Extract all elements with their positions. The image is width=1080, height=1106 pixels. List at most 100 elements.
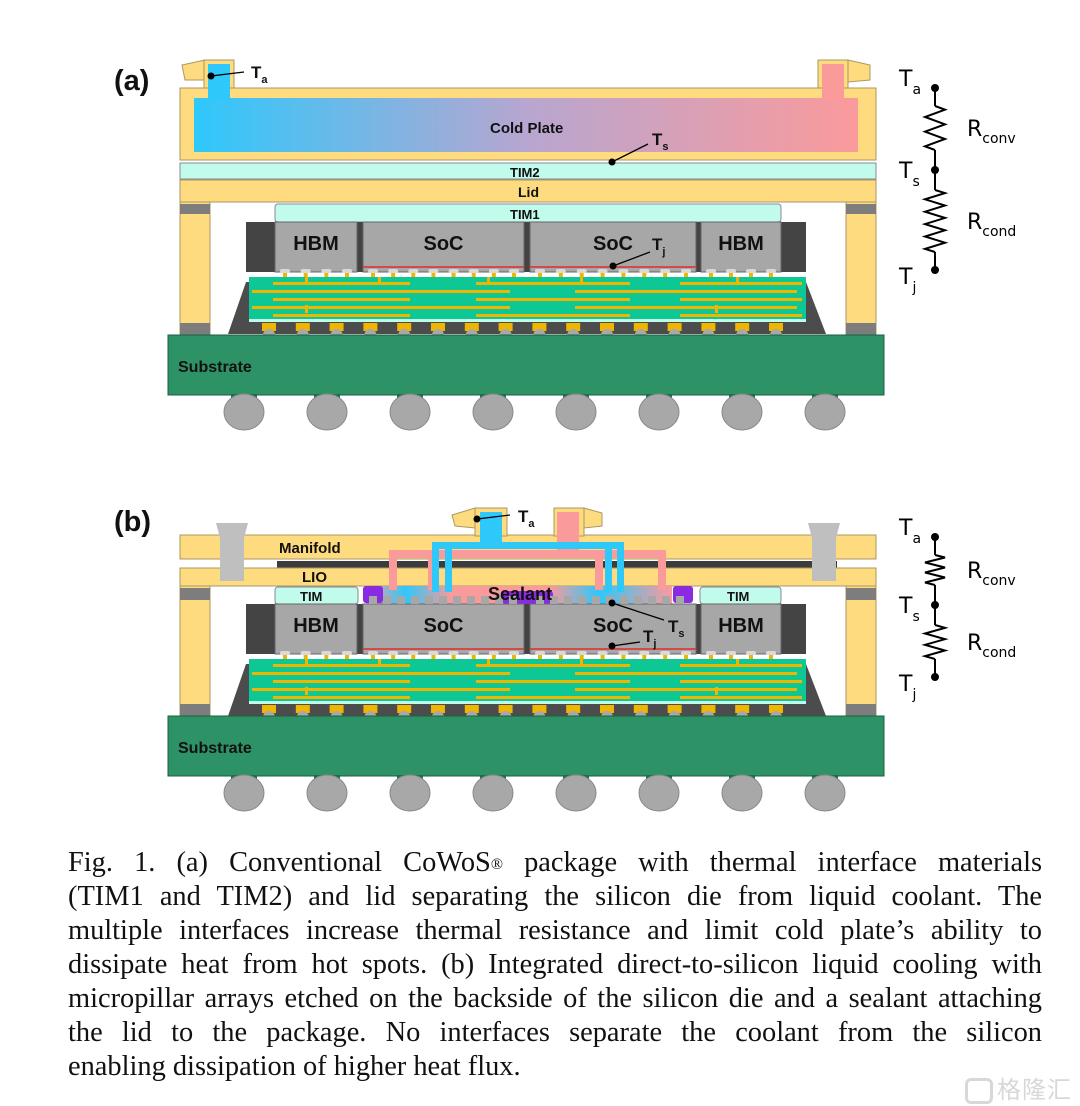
c4-bump-pad: [735, 705, 750, 713]
via: [715, 305, 718, 313]
micro-bump: [488, 651, 499, 655]
probe-ts-a: Ts: [608, 130, 669, 166]
die-soc: [362, 221, 525, 273]
micropillar: [564, 596, 572, 604]
cold-plate-label: Cold Plate: [490, 120, 563, 137]
via: [736, 277, 739, 285]
micro-bump: [448, 269, 459, 273]
c4-bump-pad: [769, 705, 783, 713]
interposer-trace: [476, 680, 630, 683]
c4-bump-pad: [431, 323, 445, 331]
interposer-trace: [680, 282, 802, 285]
die-label: HBM: [293, 615, 339, 637]
c4-bump-pad: [498, 705, 513, 713]
interposer-trace: [273, 680, 410, 683]
cold-supply-path: [445, 542, 452, 592]
interposer-trace: [680, 664, 802, 667]
die-label: HBM: [718, 615, 764, 637]
substrate-a-label: Substrate: [178, 359, 252, 376]
micro-bump: [468, 651, 479, 655]
die-label: SoC: [424, 233, 464, 255]
micro-bump: [408, 269, 419, 273]
micropillar: [648, 596, 656, 604]
c4-bump-pad: [397, 323, 412, 331]
tim2-layer: [179, 162, 877, 180]
c4-bump-pad: [464, 705, 479, 713]
die-label: HBM: [293, 233, 339, 255]
c4-bump-pad: [431, 705, 445, 713]
c4-bump-pad: [295, 705, 310, 713]
micro-bump: [388, 269, 399, 273]
hot-return-path: [595, 550, 603, 590]
micro-bump: [280, 651, 290, 655]
substrate-b-label: Substrate: [178, 740, 252, 757]
micro-bump: [766, 651, 776, 655]
via: [487, 277, 490, 285]
micro-bump: [448, 651, 459, 655]
caption-line: the lid to the package. No interfaces se…: [68, 1017, 1042, 1048]
interposer-trace: [680, 314, 802, 317]
c4-bump-pad: [464, 323, 479, 331]
c4-bump-pad: [498, 323, 513, 331]
micro-bump: [428, 651, 439, 655]
alignment-pin-right: [812, 535, 836, 581]
tim-right-label: TIM: [727, 589, 749, 604]
cold-supply-path: [605, 542, 612, 592]
active-layer: [363, 648, 524, 650]
solder-ball: [472, 774, 514, 812]
micro-bump: [746, 651, 756, 655]
micro-bump: [660, 651, 671, 655]
solder-ball: [472, 393, 514, 431]
probe-ta-b: Ta: [473, 507, 535, 530]
lid-layer: [179, 179, 877, 203]
interposer-trace: [273, 664, 410, 667]
circuit-node: [931, 601, 939, 609]
c4-bump-pad: [633, 323, 648, 331]
resistor-cond: [921, 624, 949, 660]
sealant-left: [363, 586, 383, 603]
micropillar: [550, 596, 558, 604]
cold-supply-path: [432, 542, 439, 592]
micro-bump: [639, 269, 650, 273]
node-label: Tj: [898, 265, 916, 296]
micro-bump: [468, 269, 479, 273]
micro-bump: [576, 269, 587, 273]
solder-ball: [223, 393, 265, 431]
micro-bump: [342, 269, 352, 273]
micro-bump: [726, 651, 736, 655]
micro-bump: [766, 269, 776, 273]
c4-bump-pad: [363, 705, 378, 713]
micro-bump: [368, 651, 378, 655]
via: [305, 659, 308, 667]
die-label: SoC: [424, 615, 464, 637]
micropillar: [620, 596, 628, 604]
interposer-trace: [680, 680, 802, 683]
micropillar: [439, 596, 447, 604]
via: [487, 659, 490, 667]
interposer-trace: [252, 306, 510, 309]
micro-bump: [535, 651, 545, 655]
solder-balls-a: [223, 393, 846, 431]
die-label: HBM: [718, 233, 764, 255]
interposer-trace: [476, 314, 630, 317]
caption-line: (TIM1 and TIM2) and lid separating the s…: [68, 881, 1042, 912]
micro-bump: [428, 269, 439, 273]
node-label: Ta: [898, 516, 921, 547]
die-hbm: [700, 603, 782, 655]
circuit-node: [931, 166, 939, 174]
micro-bump: [576, 651, 587, 655]
micropillar: [536, 596, 544, 604]
interposer-trace: [680, 696, 802, 699]
micro-bump: [321, 269, 332, 273]
micro-bump: [300, 269, 311, 273]
die-label: SoC: [593, 233, 633, 255]
cold-supply-path: [480, 512, 502, 546]
cold-supply-path: [617, 542, 624, 592]
resistor-label: Rcond: [967, 631, 1016, 661]
interposer-trace: [575, 306, 797, 309]
micropillar: [383, 596, 391, 604]
interposer-trace: [476, 696, 630, 699]
micro-bump: [660, 269, 671, 273]
